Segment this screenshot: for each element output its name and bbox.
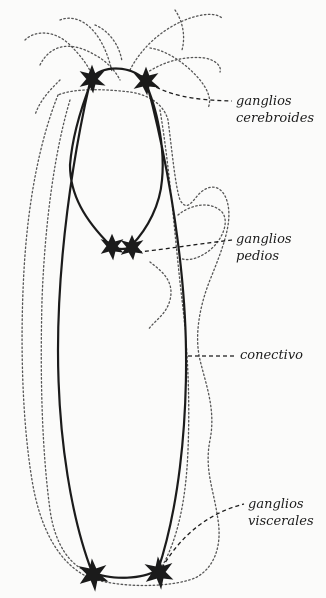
body-outline — [22, 10, 229, 586]
label-conectivo-text: conectivo — [240, 347, 303, 364]
label-pedios-line1: ganglios — [236, 231, 292, 248]
tentacle-crown-7 — [175, 10, 184, 50]
label-cerebroides-line1: ganglios — [236, 93, 314, 110]
tentacle-crown-4 — [95, 25, 122, 62]
label-cerebroides-line2: cerebroides — [236, 110, 314, 127]
tentacle-crown-5 — [130, 14, 222, 70]
pedal-ganglion-right — [122, 236, 142, 259]
ganglia — [80, 66, 172, 590]
pedal-connective-right — [132, 82, 163, 245]
nerve-system — [58, 69, 186, 578]
label-pedios-line2: pedios — [236, 248, 292, 265]
pedal-connective-left — [70, 80, 110, 245]
leader-viscerales — [162, 504, 244, 568]
foot-lobe-outline — [178, 205, 225, 260]
cerebral-ganglion-right — [135, 68, 158, 94]
tentacle-crown-9 — [35, 80, 60, 115]
foot-lobe-outline-2 — [148, 262, 171, 330]
body-outline-inner-left — [41, 100, 88, 572]
visceral-connective-right — [147, 84, 186, 570]
label-ganglios-cerebroides: ganglios cerebroides — [236, 93, 314, 127]
tentacle-crown-1 — [40, 46, 120, 80]
tentacle-crown-2 — [25, 33, 92, 75]
label-viscerales-line2: viscerales — [248, 513, 314, 530]
leader-lines — [138, 84, 244, 568]
tentacle-crown-3 — [60, 18, 112, 72]
label-conectivo: conectivo — [240, 347, 303, 364]
label-ganglios-viscerales: ganglios viscerales — [248, 496, 314, 530]
body-outline-outer — [22, 90, 229, 586]
cerebral-ganglion-left — [81, 66, 104, 92]
label-ganglios-pedios: ganglios pedios — [236, 231, 292, 265]
leader-cerebroides — [150, 84, 232, 101]
visceral-connective-left — [58, 82, 92, 572]
label-viscerales-line1: ganglios — [248, 496, 314, 513]
leader-pedios — [138, 240, 232, 252]
